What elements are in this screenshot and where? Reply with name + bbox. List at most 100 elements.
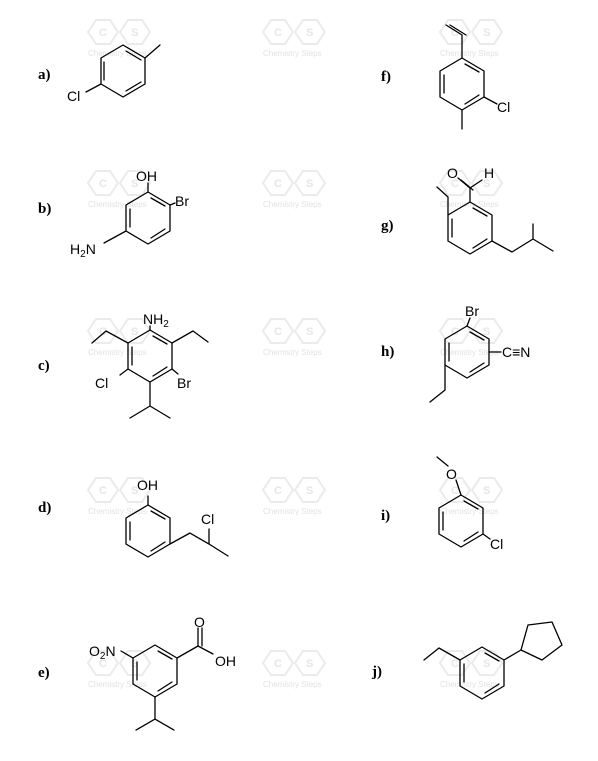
structure-e: e) O2N O OH — [38, 614, 236, 731]
watermark-text: Chemistry Steps — [440, 680, 499, 689]
svg-text:S: S — [131, 27, 138, 39]
problem-label-i: i) — [381, 508, 390, 524]
problem-label-j: j) — [371, 664, 382, 680]
svg-text:S: S — [483, 27, 490, 39]
svg-text:C: C — [451, 27, 459, 39]
svg-text:C: C — [99, 658, 107, 670]
benzene-ring — [132, 644, 178, 698]
problem-label-g: g) — [381, 218, 394, 234]
substituent-bonds — [436, 456, 491, 540]
problem-label-a: a) — [38, 67, 51, 83]
svg-text:C: C — [451, 485, 459, 497]
benzene-ring — [125, 504, 171, 558]
carbonyl-oxygen: O — [194, 614, 205, 630]
svg-text:C: C — [451, 326, 459, 338]
benzene-ring — [438, 494, 484, 548]
ring-double-bonds — [451, 207, 488, 249]
svg-text:S: S — [483, 485, 490, 497]
problem-label-h: h) — [381, 344, 394, 360]
structure-a: a) Cl — [38, 44, 161, 104]
watermark-text: Chemistry Steps — [440, 49, 499, 58]
watermark-text: Chemistry Steps — [88, 348, 147, 357]
chlorine-atom: Cl — [490, 536, 503, 552]
substituent-bonds — [436, 177, 554, 253]
chlorine-atom: Cl — [497, 99, 510, 115]
structure-d: d) OH Cl — [38, 477, 229, 558]
svg-text:C: C — [274, 485, 282, 497]
watermark-text: Chemistry Steps — [263, 507, 322, 516]
svg-text:S: S — [306, 658, 313, 670]
watermark-logo: C S Chemistry Steps — [438, 19, 504, 58]
svg-text:C: C — [99, 485, 107, 497]
ring-double-bonds — [463, 652, 500, 694]
watermark-text: Chemistry Steps — [263, 680, 322, 689]
ring-double-bonds — [131, 335, 168, 377]
svg-text:C: C — [451, 658, 459, 670]
nitro-group: O2N — [89, 643, 116, 662]
svg-text:S: S — [131, 326, 138, 338]
svg-text:S: S — [306, 326, 313, 338]
ring-double-bonds — [129, 197, 166, 239]
hydroxyl-group: OH — [215, 653, 236, 669]
aldehyde-oxygen: O — [447, 165, 458, 181]
substituent-bonds — [91, 325, 209, 419]
problem-label-b: b) — [38, 201, 51, 217]
nitrile-group: C≡N — [502, 344, 530, 360]
svg-text:C: C — [99, 27, 107, 39]
watermark-text: Chemistry Steps — [263, 200, 322, 209]
watermark-text: Chemistry Steps — [88, 507, 147, 516]
substituent-bonds — [120, 627, 214, 731]
watermark-text: Chemistry Steps — [88, 49, 147, 58]
svg-text:C: C — [274, 658, 282, 670]
watermark-logo: C S Chemistry Steps — [261, 477, 327, 516]
substituent-bonds — [85, 44, 161, 93]
svg-text:C: C — [451, 178, 459, 190]
benzene-ring — [444, 325, 490, 379]
bromine-atom: Br — [175, 193, 189, 209]
svg-text:S: S — [483, 326, 490, 338]
svg-text:S: S — [131, 485, 138, 497]
structure-c: c) NH2 Cl Br — [38, 311, 209, 419]
aldehyde-hydrogen: H — [484, 165, 494, 181]
structure-h: h) Br C≡N — [381, 303, 530, 403]
structure-f: f) Cl — [381, 24, 510, 130]
watermark-text: Chemistry Steps — [440, 200, 499, 209]
ring-double-bonds — [129, 510, 166, 552]
svg-text:S: S — [306, 27, 313, 39]
problem-label-e: e) — [38, 665, 50, 681]
svg-text:S: S — [131, 178, 138, 190]
svg-text:C: C — [99, 178, 107, 190]
amino-group: NH2 — [143, 311, 169, 330]
hydroxyl-group: OH — [136, 168, 157, 184]
substituent-bonds — [423, 647, 522, 661]
chlorine-atom: Cl — [201, 511, 214, 527]
problem-label-c: c) — [38, 358, 50, 374]
structure-b: b) OH Br H2N — [38, 168, 189, 260]
chlorine-atom: Cl — [67, 88, 80, 104]
problem-label-f: f) — [381, 69, 391, 85]
watermark-text: Chemistry Steps — [440, 348, 499, 357]
watermark-text: Chemistry Steps — [88, 200, 147, 209]
ring-double-bonds — [103, 50, 142, 92]
watermark-logo: C S Chemistry Steps — [438, 477, 504, 516]
benzene-ring — [439, 57, 485, 111]
watermark-text: Chemistry Steps — [440, 507, 499, 516]
watermark-text: Chemistry Steps — [88, 680, 147, 689]
watermark-logo: C S Chemistry Steps — [261, 650, 327, 689]
bromine-atom: Br — [177, 375, 191, 391]
watermark-text: Chemistry Steps — [263, 348, 322, 357]
bromine-atom: Br — [465, 303, 479, 319]
svg-text:C: C — [274, 178, 282, 190]
watermark-logo: C S Chemistry Steps — [86, 477, 152, 516]
hydroxyl-group: OH — [137, 477, 158, 493]
svg-text:S: S — [306, 178, 313, 190]
svg-text:S: S — [306, 485, 313, 497]
cyclopentane-ring — [520, 621, 563, 661]
chlorine-atom: Cl — [95, 375, 108, 391]
